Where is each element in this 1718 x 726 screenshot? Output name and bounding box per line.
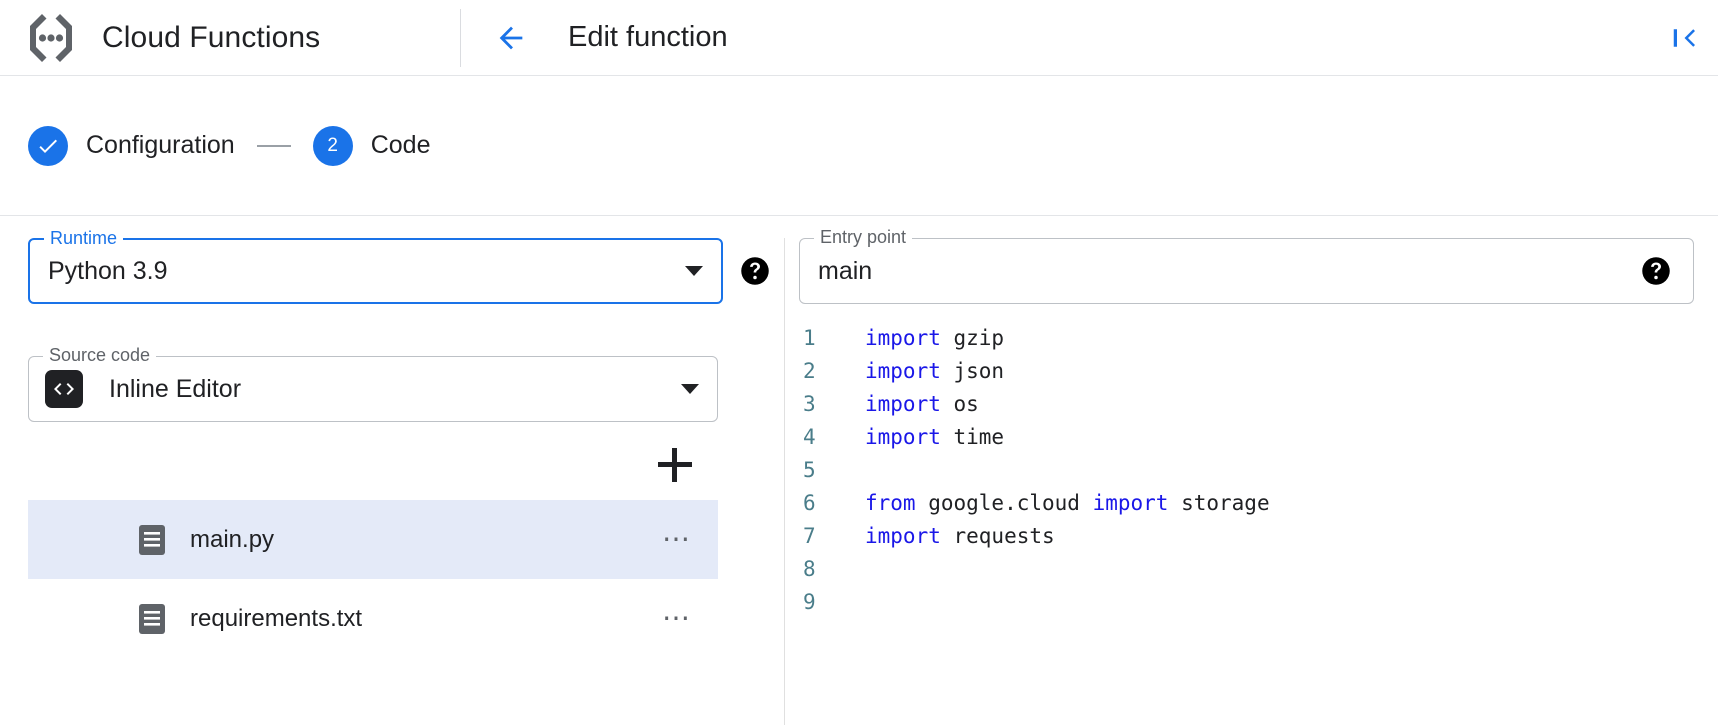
step-number-badge: 2 bbox=[312, 125, 353, 166]
code-line: 4 import time bbox=[803, 421, 1718, 454]
entry-point-help-icon[interactable] bbox=[1641, 256, 1671, 286]
add-file-row bbox=[28, 448, 718, 482]
file-list-item-requirements-txt[interactable]: requirements.txt ⋯ bbox=[28, 579, 718, 658]
file-list: main.py ⋯ requirements.txt ⋯ bbox=[28, 500, 718, 658]
code-line: 5 bbox=[803, 454, 1718, 487]
source-code-select[interactable]: Source code Inline Editor bbox=[28, 346, 718, 422]
file-overflow-menu-icon[interactable]: ⋯ bbox=[662, 523, 692, 555]
line-number: 7 bbox=[803, 524, 816, 548]
plus-icon[interactable] bbox=[658, 448, 692, 482]
code-brackets-icon bbox=[45, 370, 83, 408]
entry-point-row: Entry point main bbox=[785, 228, 1718, 304]
step-code-label: Code bbox=[370, 131, 431, 159]
runtime-label: Runtime bbox=[44, 229, 124, 247]
file-icon bbox=[138, 603, 166, 635]
brand: Cloud Functions bbox=[0, 0, 460, 75]
chevron-down-icon bbox=[681, 384, 699, 394]
file-name: requirements.txt bbox=[190, 604, 363, 632]
source-code-value: Inline Editor bbox=[109, 374, 242, 403]
brand-title: Cloud Functions bbox=[102, 20, 321, 54]
file-list-item-main-py[interactable]: main.py ⋯ bbox=[28, 500, 718, 579]
code-text: from google.cloud import storage bbox=[865, 491, 1270, 515]
code-line: 6 from google.cloud import storage bbox=[803, 487, 1718, 520]
source-code-label: Source code bbox=[43, 346, 157, 364]
code-text: import requests bbox=[865, 524, 1055, 548]
line-number: 4 bbox=[803, 425, 816, 449]
file-icon bbox=[138, 524, 166, 556]
runtime-help-icon[interactable] bbox=[740, 256, 770, 286]
code-text: import json bbox=[865, 359, 1005, 383]
header-divider bbox=[460, 8, 461, 67]
line-number: 5 bbox=[803, 458, 816, 482]
check-icon bbox=[28, 125, 68, 166]
step-configuration[interactable]: Configuration bbox=[28, 125, 235, 166]
line-number: 3 bbox=[803, 392, 816, 416]
page-title: Edit function bbox=[568, 21, 728, 53]
line-number: 9 bbox=[803, 590, 816, 614]
left-pane: Runtime Python 3.9 Source code Inl bbox=[0, 229, 770, 725]
code-line: 3 import os bbox=[803, 388, 1718, 421]
app-header: Cloud Functions Edit function bbox=[0, 0, 1718, 76]
code-line: 2 import json bbox=[803, 355, 1718, 388]
file-overflow-menu-icon[interactable]: ⋯ bbox=[662, 602, 692, 634]
line-number: 8 bbox=[803, 557, 816, 581]
line-number: 6 bbox=[803, 491, 816, 515]
runtime-row: Runtime Python 3.9 bbox=[28, 229, 770, 304]
code-text: import time bbox=[865, 425, 1005, 449]
arrow-left-icon[interactable] bbox=[494, 21, 528, 55]
right-pane: Entry point main 1 import gzip 2 import jso… bbox=[784, 228, 1718, 725]
code-line: 1 import gzip bbox=[803, 322, 1718, 355]
runtime-select[interactable]: Runtime Python 3.9 bbox=[28, 229, 723, 304]
entry-point-input[interactable]: Entry point main bbox=[799, 228, 1694, 304]
runtime-value: Python 3.9 bbox=[48, 256, 168, 285]
code-editor[interactable]: 1 import gzip 2 import json 3 import os 4 impor… bbox=[785, 304, 1718, 619]
entry-point-label: Entry point bbox=[814, 228, 913, 246]
wizard-stepper: Configuration 2 Code bbox=[0, 76, 1718, 216]
code-text: import gzip bbox=[865, 326, 1005, 350]
step-code[interactable]: 2 Code bbox=[312, 125, 431, 166]
body-area: Runtime Python 3.9 Source code Inl bbox=[0, 216, 1718, 725]
step-configuration-label: Configuration bbox=[86, 131, 235, 159]
collapse-panel-left-icon[interactable] bbox=[1670, 23, 1700, 53]
step-code-number: 2 bbox=[327, 135, 338, 156]
header-nav: Edit function bbox=[461, 21, 728, 55]
code-line: 7 import requests bbox=[803, 520, 1718, 553]
cloud-functions-logo-icon bbox=[22, 9, 80, 67]
code-text: import os bbox=[865, 392, 979, 416]
code-line: 8 bbox=[803, 553, 1718, 586]
line-number: 2 bbox=[803, 359, 816, 383]
line-number: 1 bbox=[803, 326, 816, 350]
step-connector bbox=[256, 144, 291, 147]
entry-point-value: main bbox=[818, 256, 873, 285]
chevron-down-icon bbox=[685, 266, 703, 276]
code-line: 9 bbox=[803, 586, 1718, 619]
file-name: main.py bbox=[190, 525, 275, 553]
